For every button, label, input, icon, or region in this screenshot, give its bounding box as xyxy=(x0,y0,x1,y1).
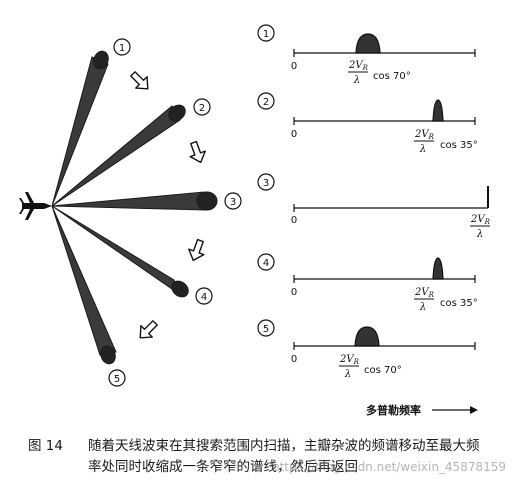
panel-number-1: 1 xyxy=(263,29,269,40)
svg-text:cos 70°: cos 70° xyxy=(373,71,411,82)
svg-text:cos 35°: cos 35° xyxy=(440,140,478,151)
svg-text:cos 70°: cos 70° xyxy=(364,365,402,376)
zero-label-2: 0 xyxy=(291,129,297,140)
svg-text:2VR: 2VR xyxy=(348,60,369,72)
spectrum-panel-2 xyxy=(293,99,476,125)
zero-label-4: 0 xyxy=(291,287,297,298)
beam-3-end xyxy=(196,191,218,211)
figure-caption: 图 14 随着天线波束在其搜索范围内扫描，主瓣杂波的频谱移动至最大频 率处同时收缩… xyxy=(28,436,508,478)
svg-text:λ: λ xyxy=(419,144,426,155)
beam-3 xyxy=(51,191,207,211)
caption-text-2: 率处同时收缩成一条窄窄的谱线，然后再返回 xyxy=(88,459,358,475)
svg-text:2VR: 2VR xyxy=(470,214,491,226)
spectrum-panel-1 xyxy=(293,33,476,57)
beam-number-3: 3 xyxy=(230,197,236,208)
doppler-axis-label: 多普勒频率 xyxy=(366,403,421,417)
aircraft-icon xyxy=(19,192,52,220)
spectrum-panel-3 xyxy=(293,186,489,212)
freq-label-5: 2VR λ cos 70° xyxy=(339,354,402,380)
panel-labels: 1 2 3 4 5 xyxy=(257,24,275,337)
scan-arrow-1 xyxy=(130,71,149,90)
watermark: https://blog.csdn.net/weixin_45878159 xyxy=(271,460,506,474)
spectra xyxy=(293,33,489,350)
scan-arrows xyxy=(130,71,206,339)
freq-label-2: 2VR λ cos 35° xyxy=(414,129,478,155)
scan-arrow-4 xyxy=(139,320,158,339)
zero-labels: 0 0 0 0 0 xyxy=(291,61,297,365)
caption-number: 图 14 xyxy=(28,438,63,454)
svg-text:2VR: 2VR xyxy=(339,354,360,366)
beam-fan xyxy=(51,50,218,365)
svg-text:cos 35°: cos 35° xyxy=(440,298,478,309)
doppler-axis: 多普勒频率 xyxy=(366,403,478,417)
spectrum-panel-4 xyxy=(293,257,476,283)
freq-label-1: 2VR λ cos 70° xyxy=(348,60,411,86)
beam-1-end xyxy=(93,50,109,70)
beam-number-4: 4 xyxy=(201,292,207,303)
freq-labels: 2VR λ cos 70° 2VR λ cos 35° 2VR λ 2VR λ … xyxy=(339,60,491,380)
panel-number-2: 2 xyxy=(263,97,269,108)
scan-arrow-3 xyxy=(188,238,205,262)
radar-clutter-diagram: 1 2 3 4 5 xyxy=(19,24,491,417)
caption-line-1: 图 14 随着天线波束在其搜索范围内扫描，主瓣杂波的频谱移动至最大频 xyxy=(28,436,508,457)
svg-text:2VR: 2VR xyxy=(414,129,435,141)
freq-label-3: 2VR λ xyxy=(470,214,491,240)
panel-number-4: 4 xyxy=(263,258,269,269)
scan-arrow-2 xyxy=(189,140,206,164)
svg-text:λ: λ xyxy=(476,229,483,240)
beam-5-end xyxy=(100,345,116,365)
spectrum-panel-5 xyxy=(293,326,476,350)
zero-label-3: 0 xyxy=(291,215,297,226)
svg-text:λ: λ xyxy=(344,369,351,380)
zero-label-1: 0 xyxy=(291,61,297,72)
svg-text:2VR: 2VR xyxy=(414,287,435,299)
panel-number-5: 5 xyxy=(263,324,269,335)
svg-text:λ: λ xyxy=(353,75,360,86)
beam-labels: 1 2 3 4 5 xyxy=(108,38,242,387)
zero-label-5: 0 xyxy=(291,354,297,365)
panel-number-3: 3 xyxy=(263,178,269,189)
freq-label-4: 2VR λ cos 35° xyxy=(414,287,478,313)
caption-text-1: 随着天线波束在其搜索范围内扫描，主瓣杂波的频谱移动至最大频 xyxy=(88,438,480,454)
beam-4-end xyxy=(171,280,189,298)
beam-number-2: 2 xyxy=(199,103,205,114)
beam-number-5: 5 xyxy=(114,374,120,385)
beam-number-1: 1 xyxy=(119,43,125,54)
beam-2-end xyxy=(168,104,186,122)
svg-text:λ: λ xyxy=(419,302,426,313)
